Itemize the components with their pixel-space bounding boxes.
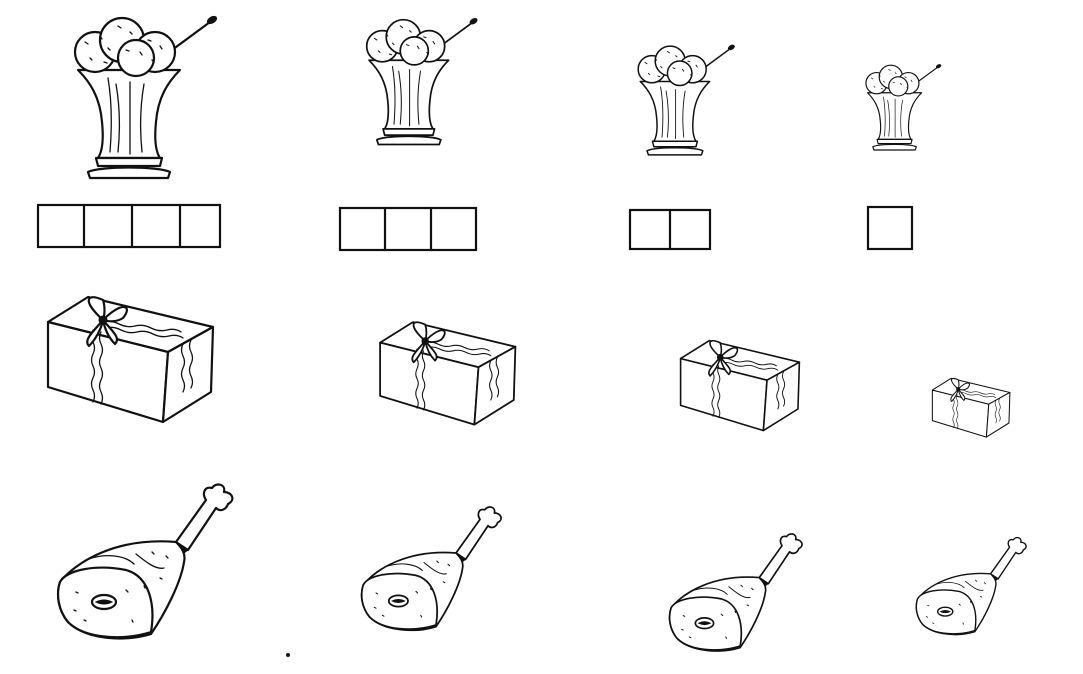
answer-boxes-3[interactable] — [338, 206, 478, 252]
gift-box-icon-largest — [46, 295, 215, 424]
answer-boxes-2[interactable] — [628, 208, 712, 251]
answer-boxes-4[interactable] — [36, 203, 222, 249]
answer-boxes-1[interactable] — [866, 205, 914, 251]
sundae-icon-smallest — [865, 62, 943, 151]
ham-icon-smallest — [915, 536, 1027, 636]
sundae-icon-largest — [73, 13, 219, 180]
ham-icon-largest — [56, 483, 234, 640]
ham-icon-medium — [668, 533, 803, 652]
gift-box-icon-medium — [679, 339, 801, 432]
gift-box-icon-smallest — [931, 377, 1011, 438]
gift-box-icon-large — [379, 321, 517, 426]
ink-speck — [286, 653, 290, 657]
sundae-icon-medium — [637, 43, 737, 156]
ham-icon-large — [360, 506, 502, 632]
sundae-icon-large — [365, 16, 479, 146]
